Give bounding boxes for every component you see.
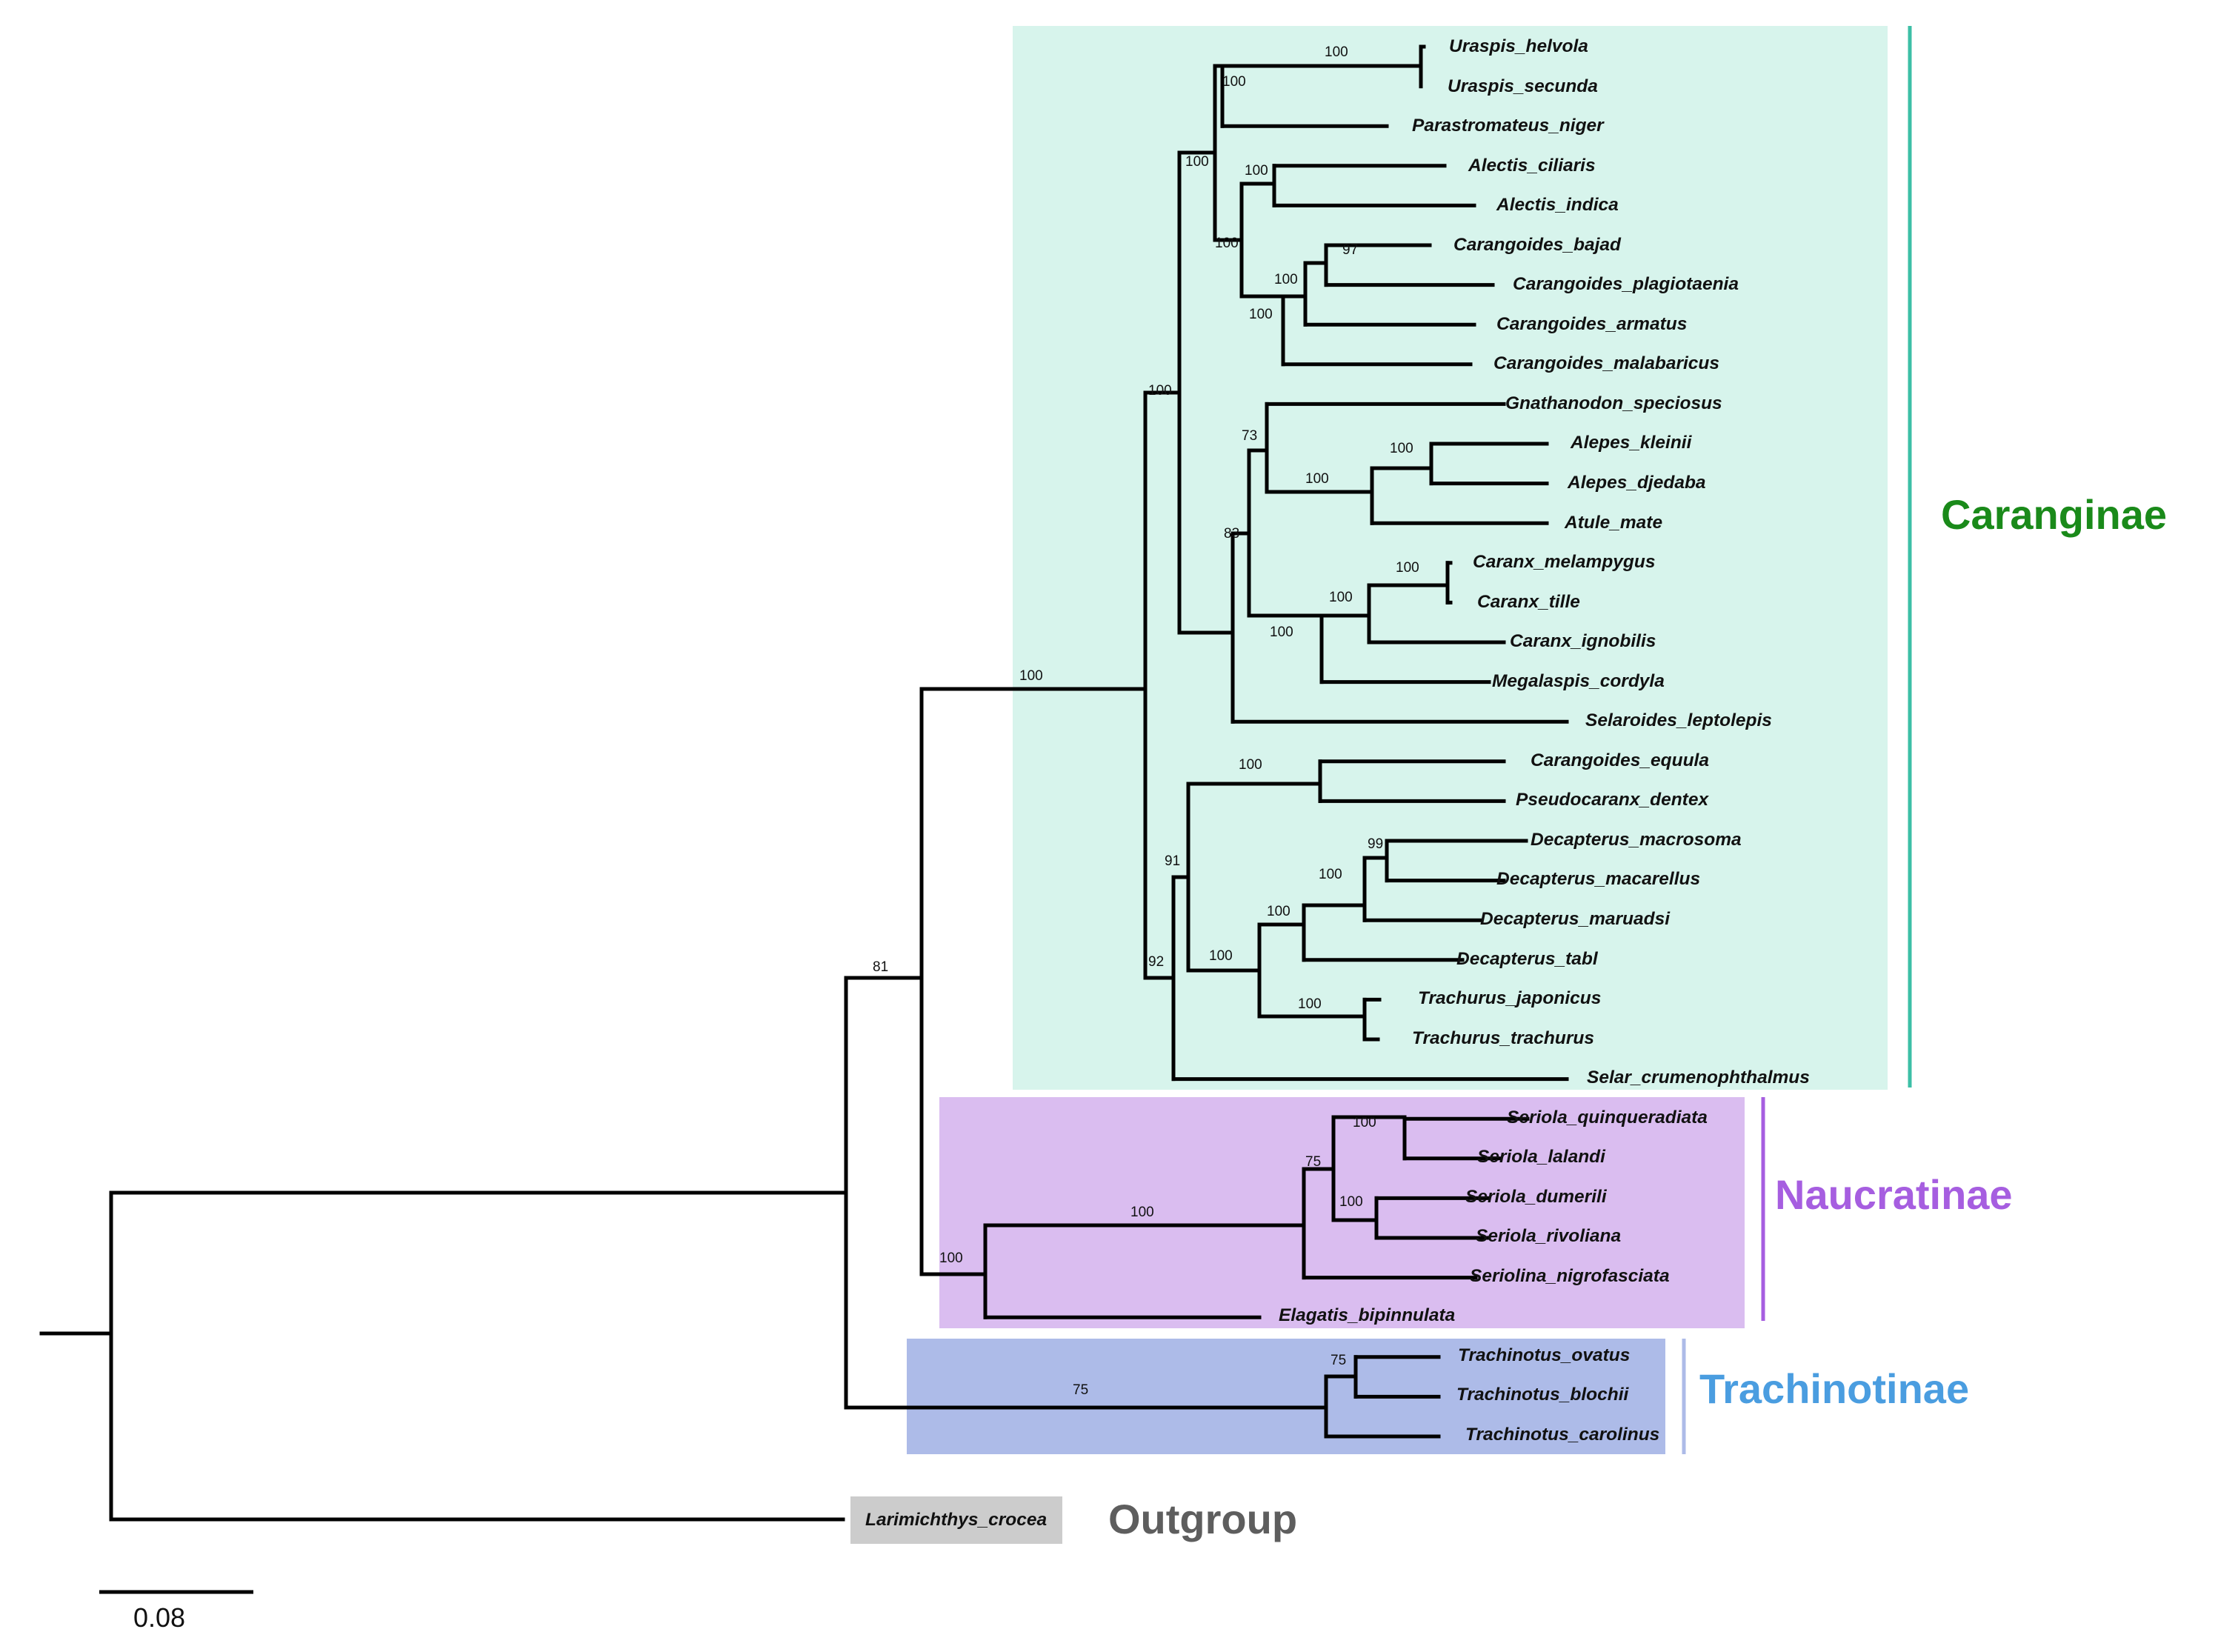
support-value: 73 xyxy=(1242,428,1257,444)
tip-label: Seriolina_nigrofasciata xyxy=(1470,1266,1670,1286)
support-value: 100 xyxy=(1249,307,1273,322)
tip-label: Selar_crumenophthalmus xyxy=(1587,1068,1810,1088)
support-value: 91 xyxy=(1165,853,1180,869)
tip-label: Trachinotus_ovatus xyxy=(1458,1345,1630,1365)
support-value: 99 xyxy=(1368,836,1383,852)
tip-label: Caranx_melampygus xyxy=(1473,552,1655,572)
support-value: 100 xyxy=(1274,272,1298,287)
tip-label: Decapterus_tabl xyxy=(1456,949,1599,969)
tip-label: Seriola_dumerili xyxy=(1465,1187,1608,1207)
support-value: 100 xyxy=(1215,236,1239,251)
tip-label: Alectis_indica xyxy=(1496,195,1619,215)
tip-label: Uraspis_secunda xyxy=(1448,76,1598,96)
support-value: 100 xyxy=(1130,1205,1154,1220)
support-value: 75 xyxy=(1073,1382,1088,1398)
caranginae-box xyxy=(1013,26,1888,1090)
tip-label: Caranx_tille xyxy=(1477,592,1580,612)
tip-label: Carangoides_equula xyxy=(1531,750,1709,770)
tip-label: Decapterus_macrosoma xyxy=(1531,830,1742,850)
tip-label: Decapterus_maruadsi xyxy=(1480,909,1671,929)
clade-label-outgroup: Outgroup xyxy=(1108,1496,1297,1542)
support-value: 100 xyxy=(1329,590,1353,605)
tip-label: Decapterus_macarellus xyxy=(1496,869,1700,889)
tip-label: Uraspis_helvola xyxy=(1449,36,1588,56)
support-value: 100 xyxy=(1239,757,1262,773)
tree-branches xyxy=(39,44,1569,1522)
tip-label: Alepes_djedaba xyxy=(1567,473,1706,493)
support-value: 83 xyxy=(1224,526,1239,542)
tip-label: Megalaspis_cordyla xyxy=(1492,671,1665,691)
support-value: 100 xyxy=(1298,996,1322,1012)
tip-label-highlighted: Pseudocaranx_dentex xyxy=(1516,790,1709,810)
support-value: 100 xyxy=(1209,948,1233,964)
tip-label: Carangoides_plagiotaenia xyxy=(1513,274,1739,294)
tip-label: Trachinotus_carolinus xyxy=(1465,1425,1659,1445)
support-value: 92 xyxy=(1148,954,1164,970)
support-value: 100 xyxy=(1270,625,1293,640)
tip-label: Carangoides_armatus xyxy=(1496,314,1687,334)
support-value: 75 xyxy=(1331,1353,1346,1368)
clade-label-trachinotinae: Trachinotinae xyxy=(1699,1365,1969,1412)
support-value: 100 xyxy=(1396,560,1419,576)
tip-label: Atule_mate xyxy=(1564,513,1662,533)
support-value: 75 xyxy=(1305,1154,1321,1170)
support-value: 100 xyxy=(1353,1115,1376,1130)
tip-label: Gnathanodon_speciosus xyxy=(1505,393,1722,413)
support-value: 100 xyxy=(1319,867,1342,882)
support-value: 100 xyxy=(1222,74,1246,90)
tip-label: Trachinotus_blochii xyxy=(1456,1385,1630,1405)
tip-label: Trachurus_trachurus xyxy=(1412,1028,1594,1048)
support-value: 100 xyxy=(1019,668,1043,684)
tip-label: Carangoides_bajad xyxy=(1453,235,1622,255)
support-value: 100 xyxy=(1339,1194,1363,1210)
outgroup-box xyxy=(850,1496,1062,1544)
tip-label: Alepes_kleinii xyxy=(1570,433,1693,453)
clade-label-caranginae: Caranginae xyxy=(1941,491,2167,538)
tip-label: Larimichthys_crocea xyxy=(865,1510,1047,1530)
tip-label: Caranx_ignobilis xyxy=(1510,631,1656,651)
tip-label: Alectis_ciliaris xyxy=(1468,156,1596,176)
support-value: 97 xyxy=(1342,242,1358,258)
support-values: 100 100 100 100 100 97 100 100 100 73 10… xyxy=(873,44,1419,1398)
naucratinae-box xyxy=(939,1097,1745,1328)
support-value: 100 xyxy=(939,1250,963,1266)
tip-label: Seriola_lalandi xyxy=(1477,1147,1606,1167)
tip-label: Seriola_rivoliana xyxy=(1476,1226,1621,1246)
clade-label-naucratinae: Naucratinae xyxy=(1775,1171,2013,1218)
tip-label: Selaroides_leptolepis xyxy=(1585,710,1772,730)
support-value: 100 xyxy=(1185,154,1209,170)
tip-label: Elagatis_bipinnulata xyxy=(1279,1305,1455,1325)
support-value: 100 xyxy=(1305,471,1329,487)
support-value: 100 xyxy=(1325,44,1348,60)
support-value: 100 xyxy=(1390,441,1413,456)
tip-label: Carangoides_malabaricus xyxy=(1493,353,1719,373)
support-value: 100 xyxy=(1267,904,1290,919)
support-value: 81 xyxy=(873,959,888,975)
tip-labels: Uraspis_helvola Uraspis_secunda Parastro… xyxy=(865,36,1810,1530)
support-value: 100 xyxy=(1148,383,1172,399)
scale-bar-label: 0.08 xyxy=(133,1602,185,1633)
tip-label: Parastromateus_niger xyxy=(1412,116,1605,136)
tip-label: Trachurus_japonicus xyxy=(1418,988,1601,1008)
support-value: 100 xyxy=(1245,163,1268,179)
trachinotinae-box xyxy=(907,1339,1665,1454)
tip-label: Seriola_quinqueradiata xyxy=(1507,1108,1708,1128)
